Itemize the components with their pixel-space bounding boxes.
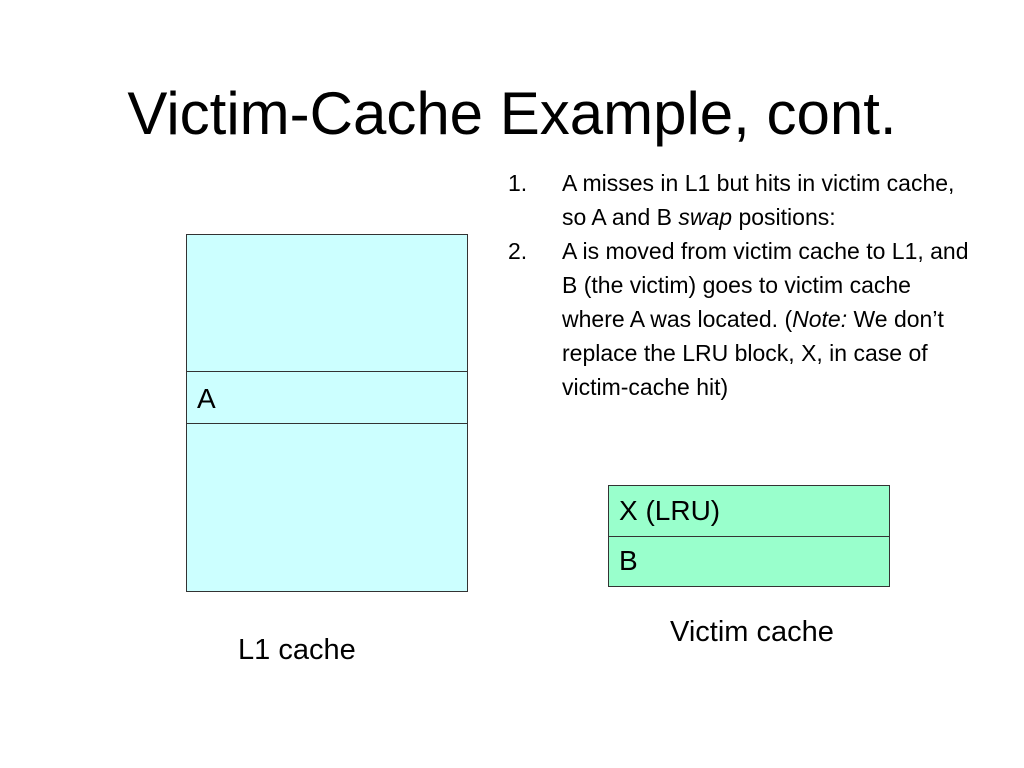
emphasis-text: Note: (792, 306, 848, 332)
victim-block-b: B (619, 545, 638, 576)
text-segment: A misses in L1 but hits in victim cache,… (562, 170, 955, 230)
item-text: A misses in L1 but hits in victim cache,… (562, 166, 978, 234)
victim-cache-caption: Victim cache (670, 616, 834, 648)
l1-cache-caption: L1 cache (238, 634, 356, 666)
text-segment: We don’t replace the LRU block, X, in ca… (562, 306, 944, 400)
block-divider (609, 536, 889, 537)
explanation-list: 1. A misses in L1 but hits in victim cac… (508, 166, 978, 404)
item-number: 1. (508, 170, 528, 196)
explanation-item-1: 1. A misses in L1 but hits in victim cac… (508, 166, 978, 234)
emphasis-text: swap (678, 204, 733, 230)
block-divider (187, 371, 467, 372)
slide-title: Victim-Cache Example, cont. (127, 80, 897, 147)
l1-cache-box: A (186, 234, 468, 592)
victim-block-x-lru: X (LRU) (619, 495, 721, 526)
explanation-item-2: 2. A is moved from victim cache to L1, a… (508, 234, 978, 404)
victim-cache-box: X (LRU) B (608, 485, 890, 587)
item-text: A is moved from victim cache to L1, and … (562, 234, 978, 404)
l1-block-a: A (197, 383, 216, 414)
item-number: 2. (508, 238, 528, 264)
block-divider (187, 423, 467, 424)
text-segment: positions: (732, 204, 836, 230)
text-segment: A is moved from victim cache to L1, and … (562, 238, 969, 332)
